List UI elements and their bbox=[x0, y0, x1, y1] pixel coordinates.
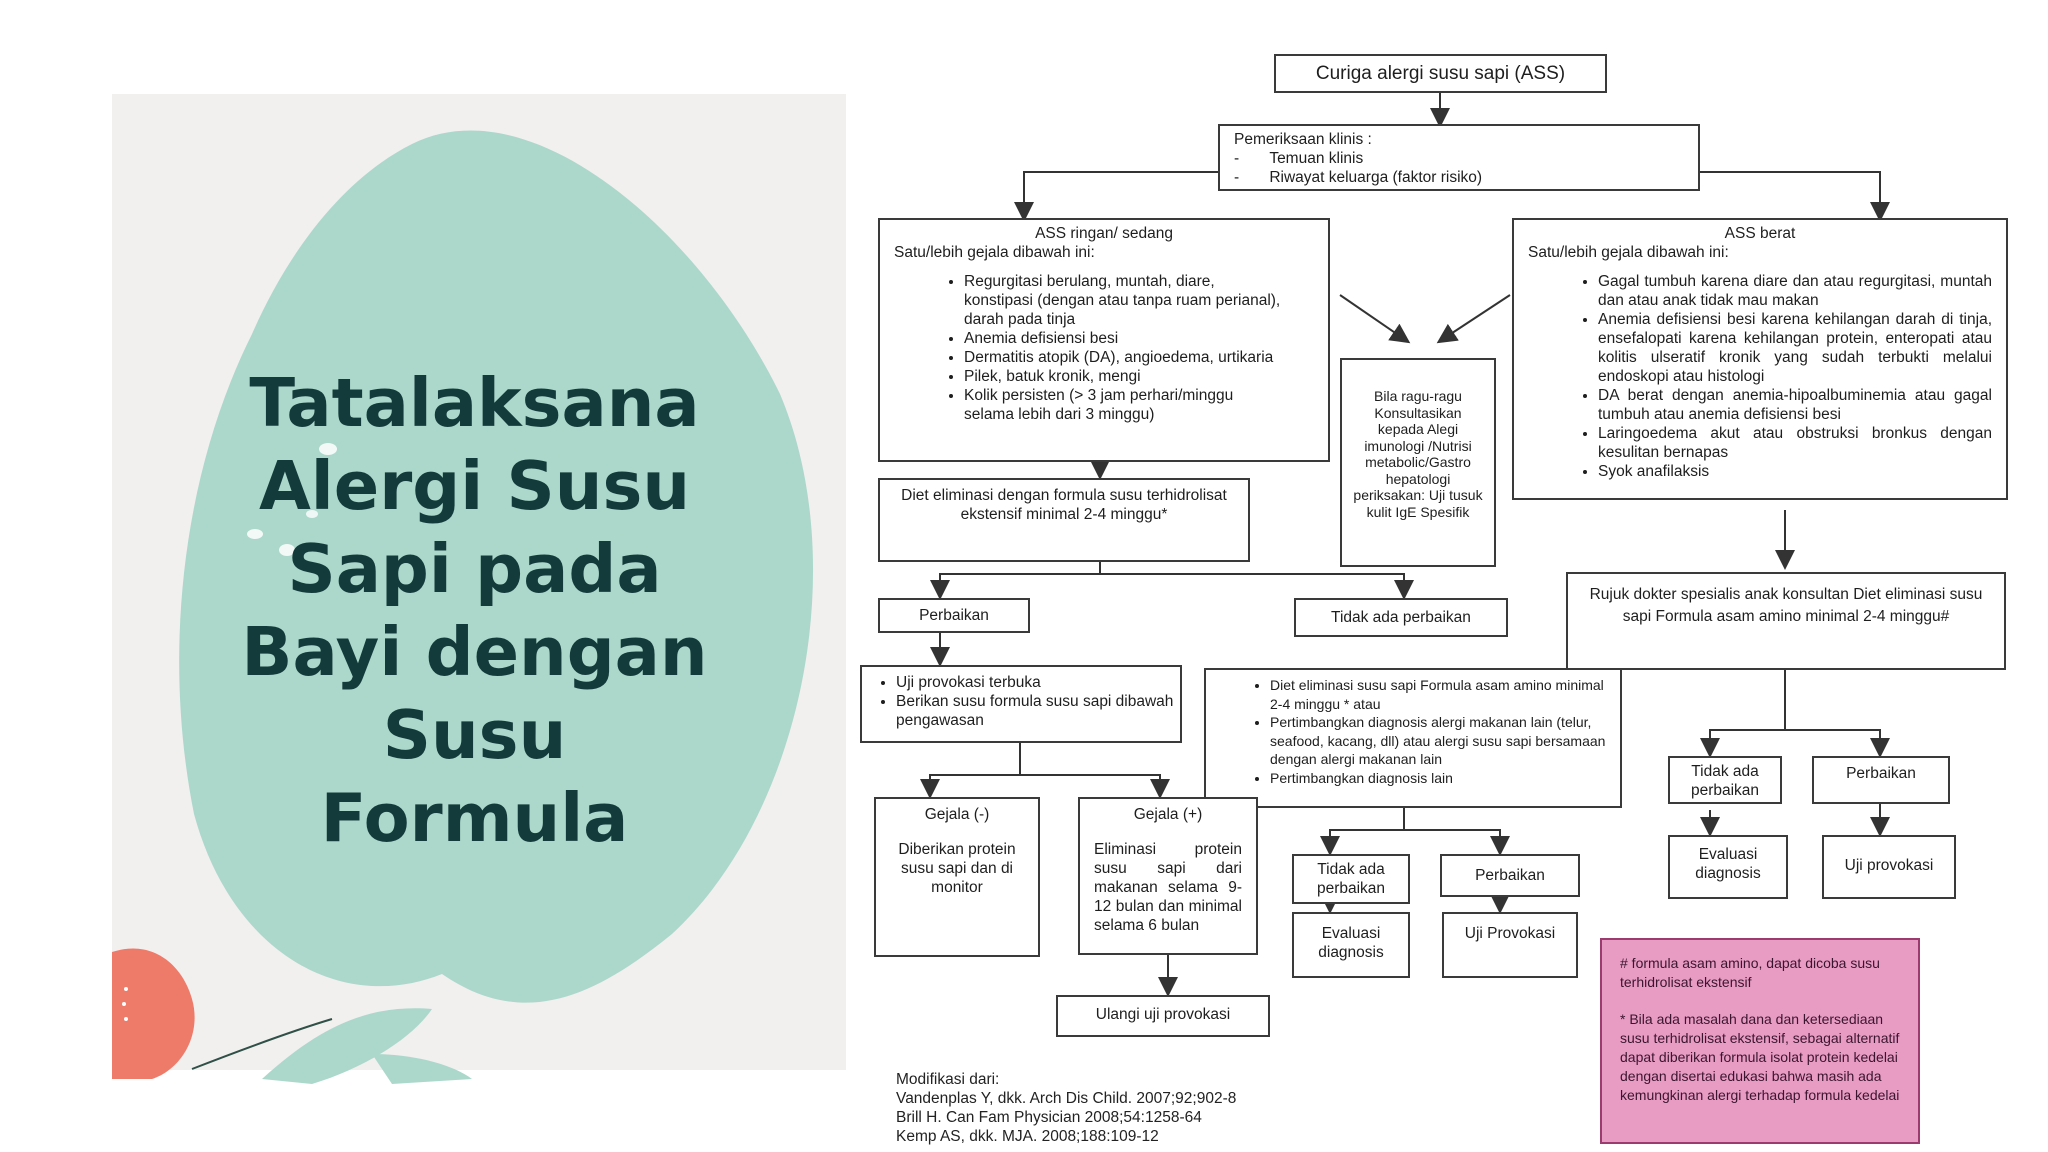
mid-no-improve-node: Tidak ada perbaikan bbox=[1292, 854, 1410, 904]
reference-line: Brill H. Can Fam Physician 2008;54:1258-… bbox=[896, 1109, 1202, 1126]
mild-item: Dermatitis atopik (DA), angioedema, urti… bbox=[964, 348, 1284, 367]
mild-subtitle: Satu/lebih gejala dibawah ini: bbox=[894, 244, 1095, 261]
start-node: Curiga alergi susu sapi (ASS) bbox=[1274, 54, 1607, 93]
decor-shapes bbox=[112, 130, 814, 1084]
mid-eval-node: Evaluasi diagnosis bbox=[1292, 912, 1410, 978]
green-leaf bbox=[262, 1008, 432, 1084]
symptom-pos-title: Gejala (+) bbox=[1133, 806, 1203, 823]
footnote-hash: # formula asam amino, dapat dicoba susu … bbox=[1620, 955, 1880, 990]
provocation-node: Uji provokasi terbuka Berikan susu formu… bbox=[860, 665, 1182, 743]
mid-provoke-node: Uji Provokasi bbox=[1442, 912, 1578, 978]
symptom-neg-title: Gejala (-) bbox=[924, 806, 990, 823]
connector bbox=[1436, 294, 1511, 344]
mid-options-node: Diet eliminasi susu sapi Formula asam am… bbox=[1204, 668, 1622, 808]
mild-title: ASS ringan/ sedang bbox=[1035, 225, 1173, 242]
dot bbox=[122, 1002, 126, 1006]
dot bbox=[319, 443, 337, 455]
connector bbox=[1339, 294, 1411, 344]
symptom-neg-node: Gejala (-) Diberikan protein susu sapi d… bbox=[874, 797, 1040, 957]
severe-node: ASS berat Satu/lebih gejala dibawah ini:… bbox=[1512, 218, 2008, 500]
references-heading: Modifikasi dari: bbox=[896, 1071, 1000, 1088]
dot bbox=[124, 987, 128, 991]
dot bbox=[124, 1017, 128, 1021]
mild-item: Anemia defisiensi besi bbox=[964, 329, 1284, 348]
connector bbox=[1014, 171, 1218, 222]
connector bbox=[1404, 829, 1510, 856]
exam-item-row: - Riwayat keluarga (faktor risiko) bbox=[1234, 169, 1483, 186]
repeat-node: Ulangi uji provokasi bbox=[1056, 995, 1270, 1037]
connector bbox=[930, 562, 1101, 600]
connector bbox=[1020, 774, 1170, 799]
dot bbox=[306, 510, 318, 518]
green-leaf-small bbox=[372, 1054, 472, 1084]
severe-item: Gagal tumbuh karena diare dan atau regur… bbox=[1598, 272, 1992, 310]
severe-item: Anemia defisiensi besi karena kehilangan… bbox=[1598, 310, 1992, 386]
reference-line: Vandenplas Y, dkk. Arch Dis Child. 2007;… bbox=[896, 1090, 1237, 1107]
right-no-improve-node: Tidak ada perbaikan bbox=[1668, 756, 1782, 804]
diet-mild-node: Diet eliminasi dengan formula susu terhi… bbox=[878, 478, 1250, 562]
improve-left-node: Perbaikan bbox=[878, 598, 1030, 633]
no-improve-mid-node: Tidak ada perbaikan bbox=[1294, 598, 1508, 637]
connector bbox=[1700, 670, 1786, 758]
symptom-pos-body: Eliminasi protein susu sapi dari makanan… bbox=[1094, 841, 1242, 934]
mid-option: Diet eliminasi susu sapi Formula asam am… bbox=[1270, 676, 1616, 713]
mid-option: Pertimbangkan diagnosis alergi makanan l… bbox=[1270, 713, 1616, 769]
severe-item: DA berat dengan anemia-hipoalbuminemia a… bbox=[1598, 386, 1992, 424]
connector bbox=[920, 743, 1021, 799]
flow-connectors bbox=[920, 93, 1890, 997]
slide-title: Tatalaksana Alergi Susu Sapi pada Bayi d… bbox=[241, 364, 708, 857]
reference-line: Kemp AS, dkk. MJA. 2008;188:109-12 bbox=[896, 1128, 1159, 1145]
mild-item: Pilek, batuk kronik, mengi bbox=[964, 367, 1284, 386]
symptom-neg-body: Diberikan protein susu sapi dan di monit… bbox=[898, 841, 1016, 896]
severe-item: Syok anafilaksis bbox=[1598, 462, 1992, 481]
connector bbox=[1320, 808, 1405, 856]
mild-node: ASS ringan/ sedang Satu/lebih gejala dib… bbox=[878, 218, 1330, 462]
severe-subtitle: Satu/lebih gejala dibawah ini: bbox=[1528, 244, 1729, 261]
flowchart: Curiga alergi susu sapi (ASS) Pemeriksaa… bbox=[860, 40, 2020, 1145]
dot bbox=[279, 544, 295, 556]
refer-node: Rujuk dokter spesialis anak konsultan Di… bbox=[1566, 572, 2006, 670]
provocation-item: Berikan susu formula susu sapi dibawah p… bbox=[896, 692, 1176, 730]
mild-item: Regurgitasi berulang, muntah, diare, kon… bbox=[964, 272, 1284, 329]
right-provoke-node: Uji provokasi bbox=[1822, 835, 1956, 899]
provocation-item: Uji provokasi terbuka bbox=[896, 673, 1176, 692]
exam-item: Temuan klinis bbox=[1269, 150, 1364, 167]
mid-options-list: Diet eliminasi susu sapi Formula asam am… bbox=[1210, 676, 1616, 787]
right-improve-node: Perbaikan bbox=[1812, 756, 1950, 804]
references: Modifikasi dari: Vandenplas Y, dkk. Arch… bbox=[896, 1070, 1396, 1145]
connector bbox=[1700, 171, 1890, 222]
title-panel: Tatalaksana Alergi Susu Sapi pada Bayi d… bbox=[112, 94, 846, 1084]
severe-title: ASS berat bbox=[1724, 225, 1796, 242]
right-eval-node: Evaluasi diagnosis bbox=[1668, 835, 1788, 899]
severe-list: Gagal tumbuh karena diare dan atau regur… bbox=[1528, 272, 1992, 481]
symptom-pos-node: Gejala (+) Eliminasi protein susu sapi d… bbox=[1078, 797, 1258, 955]
dot bbox=[247, 529, 263, 539]
footnote-star: * Bila ada masalah dana dan ketersediaan… bbox=[1620, 1011, 1900, 1103]
exam-node: Pemeriksaan klinis : - Temuan klinis - R… bbox=[1218, 124, 1700, 191]
consult-node: Bila ragu-ragu Konsultasikan kepada Aleg… bbox=[1340, 358, 1496, 567]
connector bbox=[1100, 573, 1414, 600]
footnote-box: # formula asam amino, dapat dicoba susu … bbox=[1600, 938, 1920, 1144]
stem-line bbox=[191, 1018, 333, 1070]
red-leaf bbox=[112, 948, 195, 1079]
mid-improve-node: Perbaikan bbox=[1440, 854, 1580, 897]
green-blob bbox=[179, 130, 814, 1003]
mid-option: Pertimbangkan diagnosis lain bbox=[1270, 769, 1616, 788]
exam-title: Pemeriksaan klinis : bbox=[1234, 131, 1372, 148]
exam-item-row: - Temuan klinis bbox=[1234, 150, 1364, 167]
exam-item: Riwayat keluarga (faktor risiko) bbox=[1269, 169, 1483, 186]
mild-list: Regurgitasi berulang, muntah, diare, kon… bbox=[894, 272, 1314, 424]
connector bbox=[1785, 729, 1890, 758]
mild-item: Kolik persisten (> 3 jam perhari/minggu … bbox=[964, 386, 1284, 424]
provocation-list: Uji provokasi terbuka Berikan susu formu… bbox=[866, 673, 1176, 730]
severe-item: Laringoedema akut atau obstruksi bronkus… bbox=[1598, 424, 1992, 462]
